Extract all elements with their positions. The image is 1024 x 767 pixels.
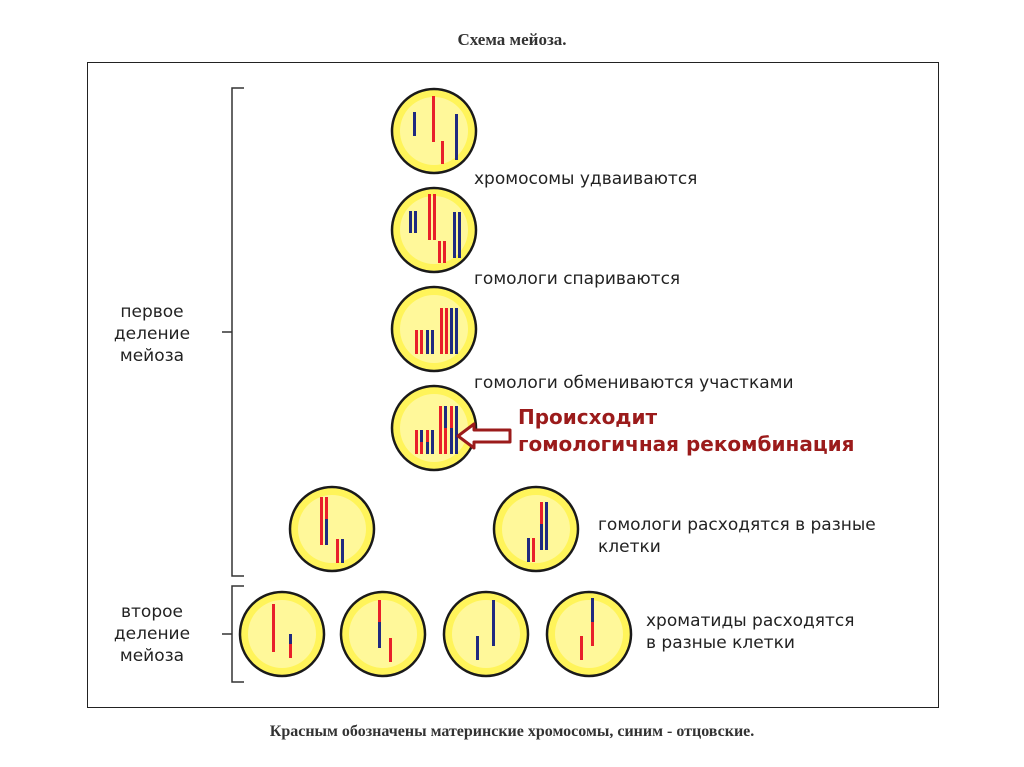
step-chromatids-label: хроматиды расходятся в разные клетки — [646, 611, 855, 653]
cell-division2-2 — [339, 590, 427, 678]
bracket-second — [222, 585, 244, 683]
phase-first-label: первое деление мейоза — [113, 302, 191, 366]
step-duplicate-label: хромосомы удваиваются — [474, 169, 698, 189]
cell-division2-1 — [238, 590, 326, 678]
diagram-caption: Красным обозначены материнские хромосомы… — [269, 723, 755, 740]
cell-division1-left — [288, 485, 376, 573]
recombination-callout: Происходит гомологичная рекомбинация — [518, 405, 855, 456]
cell-paired — [390, 285, 478, 373]
cell-division1-right — [492, 485, 580, 573]
step-pair-label: гомологи спариваются — [474, 269, 681, 289]
step-exchange-label: гомологи обмениваются участками — [474, 373, 794, 393]
step-separate-label: гомологи расходятся в разные клетки — [598, 515, 876, 557]
phase-second-label: второе деление мейоза — [113, 602, 191, 666]
diagram-frame — [87, 62, 939, 708]
cell-division2-4 — [545, 590, 633, 678]
bracket-first — [222, 87, 244, 577]
cell-division2-3 — [442, 590, 530, 678]
arrow-left-icon — [456, 422, 512, 450]
diagram-title: Схема мейоза. — [457, 30, 567, 49]
cell-duplicated — [390, 186, 478, 274]
cell-interphase — [390, 87, 478, 175]
cell-crossing-over — [390, 384, 478, 472]
